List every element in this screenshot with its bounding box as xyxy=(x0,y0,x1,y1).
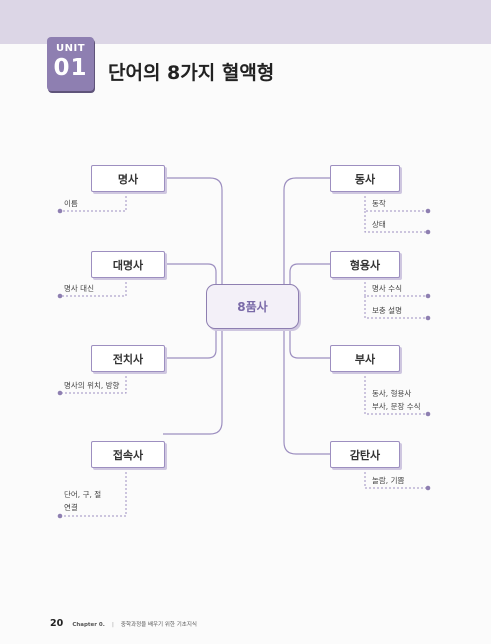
dot-adjective-2 xyxy=(425,315,431,321)
node-pronoun: 대명사 xyxy=(91,251,165,278)
center-node: 8품사 xyxy=(206,284,299,329)
sub-verb-2: 상태 xyxy=(372,220,386,229)
connector-left-3 xyxy=(163,326,217,359)
node-preposition: 전치사 xyxy=(91,345,165,372)
dot-adverb xyxy=(425,411,431,417)
leader-pronoun xyxy=(60,278,127,297)
node-adjective: 형용사 xyxy=(330,251,400,278)
node-adverb: 부사 xyxy=(330,345,400,372)
connector-right-3 xyxy=(289,326,330,359)
node-noun: 명사 xyxy=(91,165,165,192)
dot-pronoun xyxy=(57,293,63,299)
sub-noun-1: 이름 xyxy=(64,199,78,208)
unit-label: UNIT xyxy=(55,43,86,54)
footer-chapter: Chapter 0. xyxy=(72,622,105,628)
page-footer: 20 Chapter 0. | 중학과정을 배우기 위한 기초지식 xyxy=(50,611,197,630)
dot-noun xyxy=(57,208,63,214)
unit-number: 01 xyxy=(53,55,88,81)
leader-interjection xyxy=(364,468,428,489)
connector-left-2 xyxy=(163,263,217,288)
sub-conjunction-2: 연결 xyxy=(64,503,78,512)
sub-interjection-1: 놀람, 기쁨 xyxy=(372,476,405,485)
header-band xyxy=(0,0,491,44)
sub-adverb-2: 부사, 문장 수식 xyxy=(372,402,421,411)
dot-interjection xyxy=(425,485,431,491)
leader-verb-2 xyxy=(364,211,428,233)
node-conjunction: 접속사 xyxy=(91,441,165,468)
sub-pronoun-1: 명사 대신 xyxy=(64,284,94,293)
dot-adjective-1 xyxy=(425,293,431,299)
node-verb: 동사 xyxy=(330,165,400,192)
unit-badge: UNIT 01 xyxy=(47,37,94,91)
dot-preposition xyxy=(57,390,63,396)
sub-adjective-1: 명사 수식 xyxy=(372,284,402,293)
page-number: 20 xyxy=(50,618,64,629)
sub-adjective-2: 보충 설명 xyxy=(372,306,402,315)
sub-verb-1: 동작 xyxy=(372,199,386,208)
leader-adverb xyxy=(364,372,428,415)
dot-verb-1 xyxy=(425,208,431,214)
dot-conjunction xyxy=(57,513,63,519)
page-title: 단어의 8가지 혈액형 xyxy=(108,62,275,84)
sub-conjunction-1: 단어, 구, 절 xyxy=(64,490,102,499)
node-interjection: 감탄사 xyxy=(330,441,400,468)
footer-separator: | xyxy=(111,622,114,628)
sub-adverb-1: 동사, 형용사 xyxy=(372,389,412,398)
footer-description: 중학과정을 배우기 위한 기초지식 xyxy=(120,622,197,628)
connector-right-2 xyxy=(289,263,330,288)
dot-verb-2 xyxy=(425,229,431,235)
leader-conjunction xyxy=(60,448,127,517)
leader-preposition xyxy=(60,372,127,394)
leader-verb-1 xyxy=(364,192,428,212)
sub-preposition-1: 명사의 위치, 방향 xyxy=(64,381,120,390)
leader-adjective-2 xyxy=(364,296,428,319)
